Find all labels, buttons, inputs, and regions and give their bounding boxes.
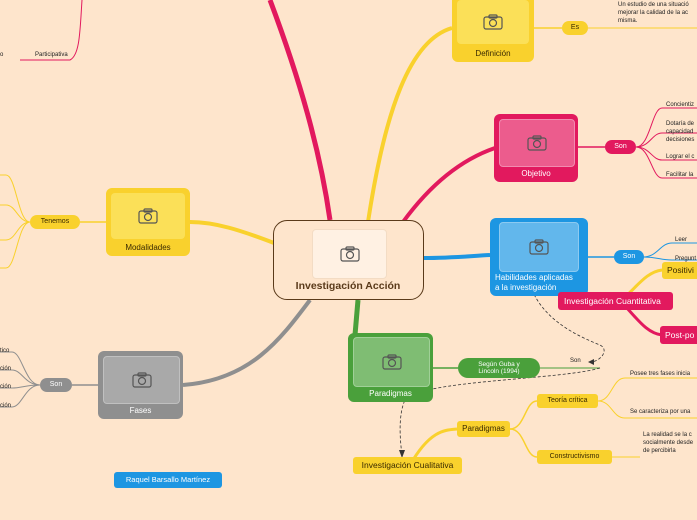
fase-item-4: ción bbox=[0, 403, 12, 409]
objetivo-node[interactable]: Objetivo bbox=[494, 114, 578, 182]
objetivo-item-2c: decisiones bbox=[666, 137, 695, 143]
camera-icon bbox=[381, 354, 402, 370]
participativa-text: Participativa bbox=[35, 52, 68, 58]
author-label[interactable]: Raquel Barsallo Martínez bbox=[114, 472, 222, 488]
image-placeholder bbox=[353, 337, 430, 387]
connector-son-habilidades[interactable]: Son bbox=[614, 250, 644, 264]
connector-tenemos[interactable]: Tenemos bbox=[30, 215, 80, 229]
habilidad-preguntar: Pregunt bbox=[675, 256, 697, 262]
cuantitativa-node[interactable]: Investigación Cuantitativa bbox=[558, 292, 673, 310]
teoria-text-1: Posee tres fases inicia bbox=[630, 371, 691, 377]
connector-es[interactable]: Es bbox=[562, 21, 588, 35]
objetivo-title: Objetivo bbox=[521, 169, 551, 178]
definicion-text-2: mejorar la calidad de la ac bbox=[618, 10, 689, 16]
son-relation-label: Son bbox=[570, 358, 581, 364]
central-title: Investigación Acción bbox=[295, 280, 401, 292]
positivismo-node[interactable]: Positivi bbox=[662, 262, 697, 279]
modalidades-node[interactable]: Modalidades bbox=[106, 188, 190, 256]
guba-line-2: Lincoln (1994) bbox=[478, 368, 520, 375]
image-placeholder bbox=[499, 119, 575, 167]
constructivismo-text-1: La realidad se la c bbox=[643, 432, 692, 438]
fases-title: Fases bbox=[129, 406, 152, 415]
guba-lincoln-node[interactable]: Según Guba y Lincoln (1994) bbox=[458, 358, 540, 378]
image-placeholder bbox=[457, 0, 529, 44]
fases-node[interactable]: Fases bbox=[98, 351, 183, 419]
habilidades-title-2: a la investigación bbox=[495, 283, 557, 292]
habilidad-leer: Leer bbox=[675, 237, 688, 243]
objetivo-item-3: Lograr el c bbox=[666, 154, 695, 160]
habilidades-node[interactable]: Habilidades aplicadas a la investigación bbox=[490, 218, 588, 296]
partial-text: o bbox=[0, 52, 4, 58]
modalidades-title: Modalidades bbox=[125, 243, 171, 252]
image-placeholder bbox=[103, 356, 180, 404]
fase-item-3: ción bbox=[0, 384, 12, 390]
fase-item-1: tico bbox=[0, 348, 10, 354]
connector-son-objetivo[interactable]: Son bbox=[605, 140, 636, 154]
constructivismo-node[interactable]: Constructivismo bbox=[537, 450, 612, 464]
objetivo-item-1: Concientiz bbox=[666, 102, 695, 108]
fase-item-2: ción bbox=[0, 366, 12, 372]
definicion-title: Definición bbox=[475, 49, 511, 58]
connector-son-fases[interactable]: Son bbox=[40, 378, 72, 392]
camera-icon bbox=[339, 246, 360, 262]
image-placeholder bbox=[312, 229, 387, 279]
camera-icon bbox=[527, 135, 547, 151]
cualitativa-node[interactable]: Investigación Cualitativa bbox=[353, 457, 462, 474]
teoria-critica-node[interactable]: Teoría crítica bbox=[537, 394, 598, 408]
constructivismo-text-2: socialmente desde bbox=[643, 440, 694, 446]
camera-icon bbox=[138, 208, 158, 224]
definicion-node[interactable]: Definición bbox=[452, 0, 534, 62]
post-positivismo-node[interactable]: Post-po bbox=[660, 326, 697, 344]
paradigmas-main-node[interactable]: Paradigmas bbox=[348, 333, 433, 402]
paradigmas-main-title: Paradigmas bbox=[369, 389, 412, 398]
objetivo-item-4: Facilitar la bbox=[666, 172, 694, 178]
habilidades-title-1: Habilidades aplicadas bbox=[495, 273, 573, 282]
definicion-text-1: Un estudio de una situació bbox=[618, 2, 689, 8]
guba-line-1: Según Guba y bbox=[478, 361, 520, 368]
paradigmas-sub-node[interactable]: Paradigmas bbox=[457, 421, 510, 437]
objetivo-item-2b: capacidad bbox=[666, 129, 694, 135]
constructivismo-text-3: de percibirla bbox=[643, 448, 676, 454]
central-topic-node[interactable]: Investigación Acción bbox=[273, 220, 424, 300]
objetivo-item-2a: Dotaría de bbox=[666, 121, 695, 127]
image-placeholder bbox=[499, 222, 579, 272]
teoria-text-2: Se caracteriza por una bbox=[630, 409, 691, 415]
image-placeholder bbox=[111, 193, 185, 239]
camera-icon bbox=[131, 372, 152, 388]
camera-icon bbox=[529, 239, 549, 255]
camera-icon bbox=[483, 14, 503, 30]
definicion-text-3: misma. bbox=[618, 18, 638, 24]
